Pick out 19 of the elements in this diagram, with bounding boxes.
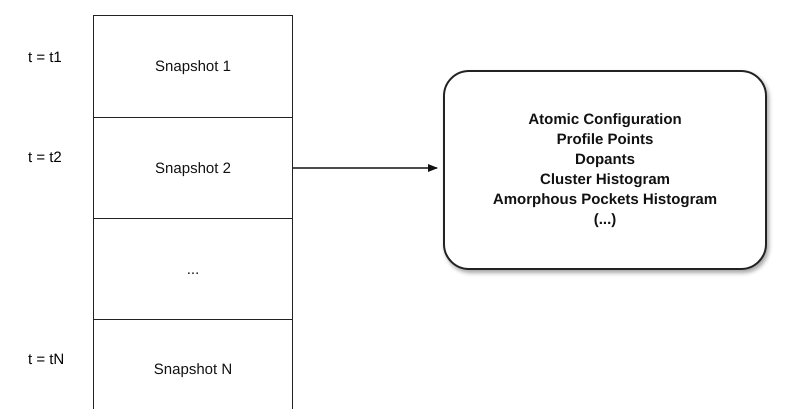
node-text: Atomic Configuration (528, 110, 682, 130)
rounded-box (443, 70, 767, 270)
node-text: (...) (594, 210, 616, 230)
snapshot-box (93, 117, 293, 219)
node-text: Snapshot 1 (155, 58, 231, 75)
node-text: Profile Points (556, 130, 654, 150)
time-label: t = tN (28, 351, 64, 368)
time-label: t = t2 (28, 149, 62, 166)
arrow (293, 164, 438, 172)
snapshot-box (93, 15, 293, 118)
node-text: Snapshot N (154, 360, 232, 378)
time-label: t = t1 (28, 49, 62, 66)
node-text: Amorphous Pockets Histogram (492, 190, 718, 210)
node-text: Cluster Histogram (540, 170, 670, 190)
node-text: ... (186, 260, 200, 278)
snapshot-box (93, 319, 293, 409)
node-text: Snapshot 2 (155, 160, 231, 176)
snapshot-box (93, 218, 293, 320)
node-text: Dopants (575, 150, 635, 170)
